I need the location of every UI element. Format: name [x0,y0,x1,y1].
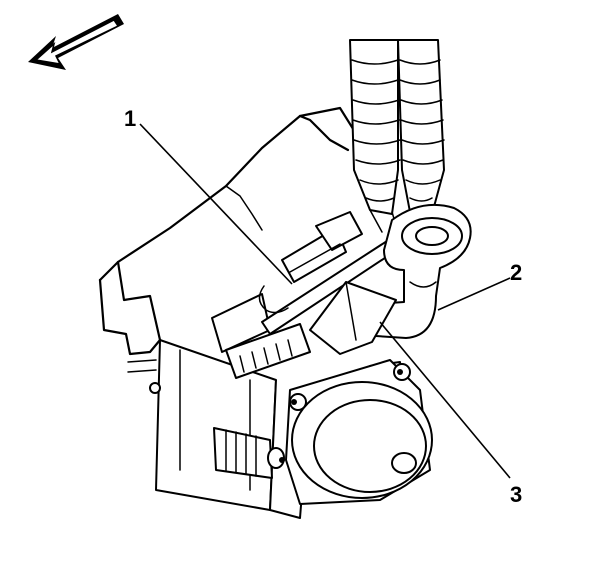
callout-2: 2 [510,260,522,285]
leader-line-3 [379,321,511,479]
callout-3: 3 [510,482,522,507]
motor-housing [285,359,433,505]
electrical-connector [211,211,363,379]
actuator-fitting [213,427,285,479]
leader-line-2 [437,277,511,311]
arrow-forward-icon [28,14,124,70]
wiring-harness [349,39,445,215]
vacuum-hose [375,203,472,339]
callout-1: 1 [124,106,136,131]
leader-lines [139,123,511,479]
leader-line-1 [139,123,293,285]
lever-arm [309,281,397,355]
sheet-metal-panel [98,106,362,356]
